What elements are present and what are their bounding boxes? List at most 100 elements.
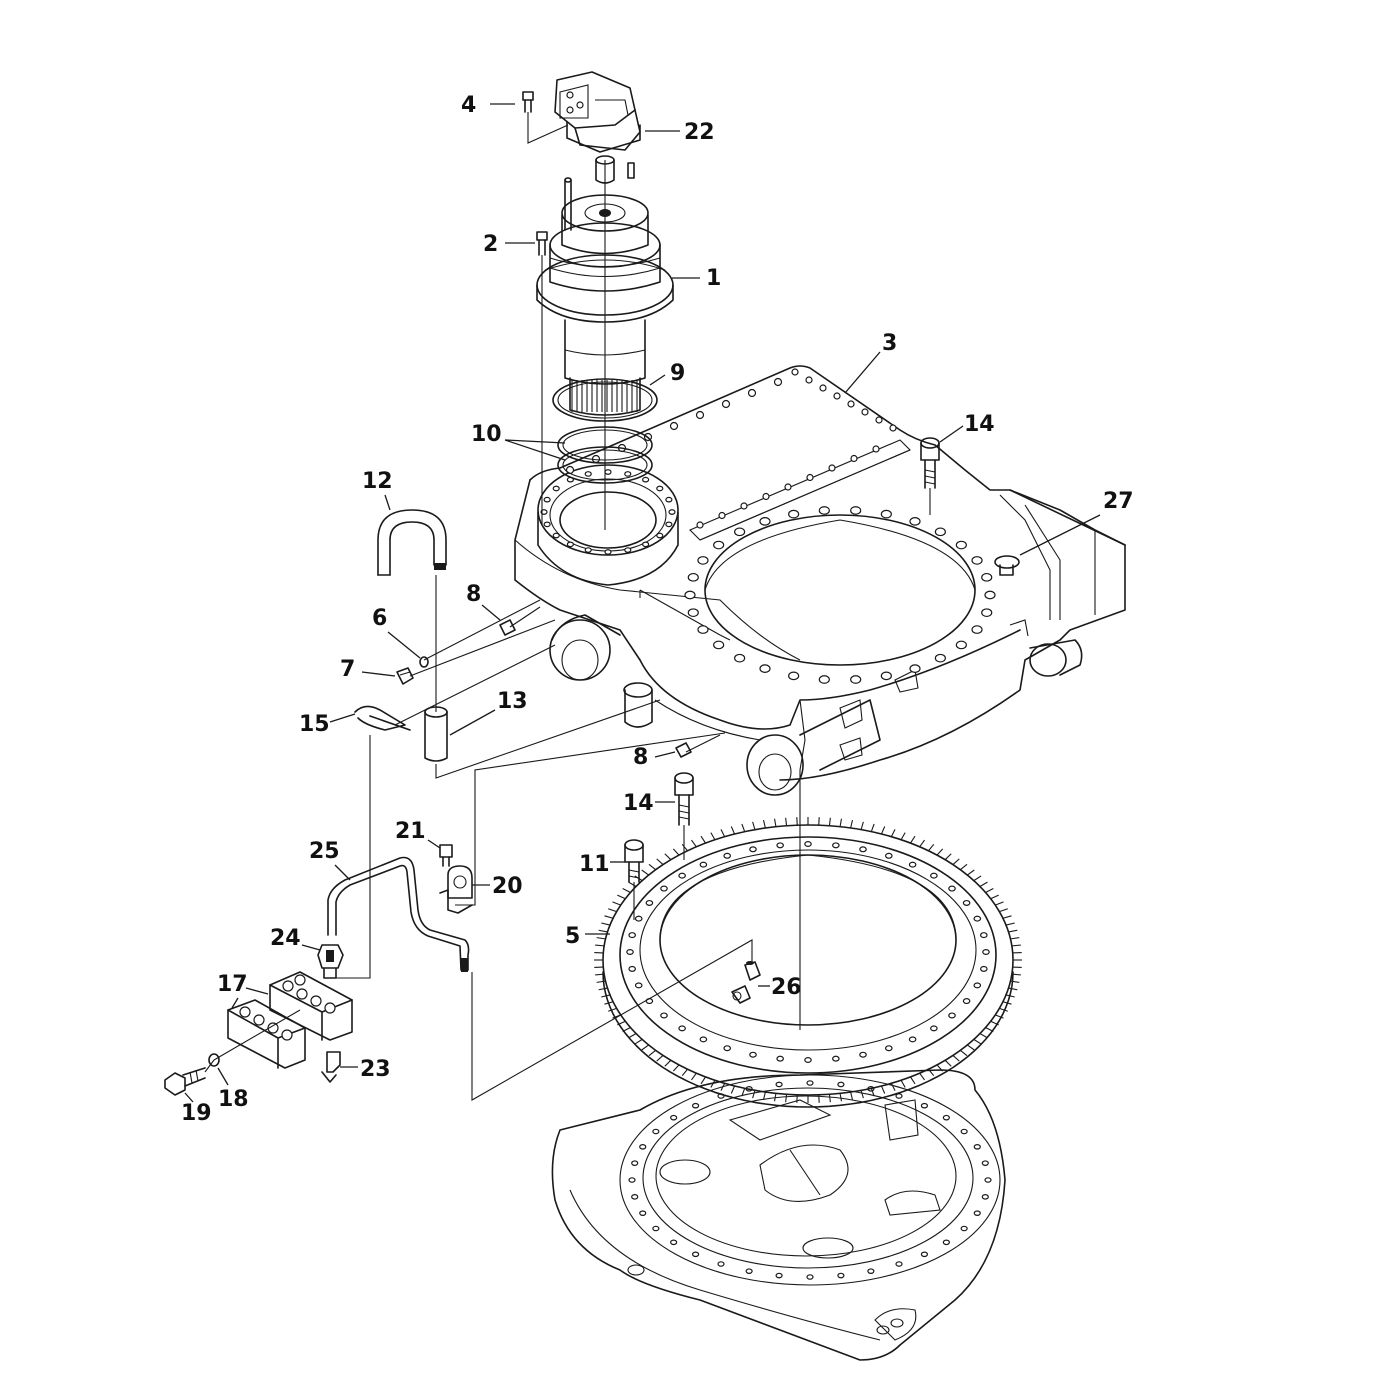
gear-tooth <box>612 901 621 906</box>
gear-tooth <box>850 1091 854 1101</box>
gear-tooth <box>880 826 886 835</box>
gear-tooth <box>710 832 716 840</box>
gear-tooth <box>960 1049 968 1057</box>
ring-bolt-hole <box>628 965 636 972</box>
frame-bolt-hole <box>552 532 560 539</box>
base-bolt-hole <box>670 1114 678 1121</box>
base-bolt-hole <box>691 1251 700 1258</box>
gear-tooth <box>860 821 864 830</box>
ring-bolt-hole <box>660 885 668 892</box>
assembly-lines <box>204 112 931 1101</box>
frame-bolt-hole <box>665 521 673 528</box>
gear-tooth <box>628 881 637 887</box>
gear-tooth <box>966 1044 975 1051</box>
ring-bolt-hole <box>660 1012 668 1019</box>
ring-bolt-hole <box>948 1012 956 1019</box>
frame-bolt-hole <box>543 521 551 528</box>
ring-bolt-hole <box>626 948 634 955</box>
bolt-11 <box>624 839 644 883</box>
frame-bolt-hole <box>665 496 673 503</box>
gear-tooth <box>730 826 736 835</box>
frame-bolt-hole <box>955 540 967 550</box>
base-bolt-hole <box>745 1268 753 1274</box>
gear-tooth <box>910 835 916 844</box>
frame-bolt-hole <box>934 653 946 663</box>
bolt-14-upper <box>920 437 940 489</box>
gear-tooth <box>870 823 875 832</box>
base-bolt-hole <box>960 1225 968 1232</box>
gear-tooth <box>664 1059 672 1067</box>
gear-tooth <box>628 1033 637 1039</box>
frame-bolt-hole <box>818 675 830 684</box>
frame-bolt-hole <box>875 416 883 424</box>
gear-tooth <box>910 1076 916 1085</box>
base-bolt-hole <box>920 1102 929 1109</box>
gear-tooth <box>741 1088 746 1097</box>
base-bolt-hole <box>775 1081 783 1088</box>
callout-10: 10 <box>471 422 502 447</box>
gear-tooth <box>601 922 611 926</box>
clamp-20 <box>439 865 473 914</box>
ring-bolt-hole <box>776 1055 784 1062</box>
gear-tooth <box>664 853 672 861</box>
gear-tooth <box>785 1094 788 1103</box>
hose-12 <box>377 509 447 576</box>
frame-bolt-hole <box>971 625 983 634</box>
base-bolt-hole <box>981 1194 989 1200</box>
ring-bolt-hole <box>948 885 956 892</box>
frame-bolt-hole <box>687 608 699 618</box>
gear-tooth <box>979 881 988 887</box>
gear-tooth <box>839 1093 843 1102</box>
gear-tooth <box>700 1076 706 1085</box>
cap-27 <box>994 555 1020 576</box>
gear-tooth <box>730 1085 736 1094</box>
gear-tooth <box>999 1007 1008 1012</box>
base-bolt-hole <box>628 1177 636 1183</box>
ring-bolt-hole <box>832 842 840 849</box>
frame-bolt-hole <box>850 454 858 463</box>
frame-bolt-hole <box>543 496 551 503</box>
gear-tooth <box>900 1080 906 1088</box>
base-bolt-hole <box>717 1261 725 1267</box>
gear-tooth <box>880 1085 886 1094</box>
gear-tooth <box>850 819 854 829</box>
frame-bolt-hole <box>828 464 836 472</box>
gear-tooth <box>999 908 1008 913</box>
gear-tooth <box>720 829 726 837</box>
gear-tooth <box>672 848 680 856</box>
ring-bolt-hole <box>634 915 643 922</box>
gear-tooth <box>595 944 605 947</box>
fitting-24 <box>317 944 344 979</box>
frame-bolt-hole <box>740 502 748 510</box>
manifold-block-upper <box>269 971 353 1041</box>
ring-bolt-hole <box>980 932 988 939</box>
frame-bolt-hole <box>762 492 770 501</box>
plug-7 <box>396 667 414 685</box>
bolt-2 <box>536 231 548 256</box>
base-bolt-hole <box>670 1239 678 1246</box>
callout-7: 7 <box>340 657 355 682</box>
gear-tooth <box>762 819 766 829</box>
callout-18: 18 <box>218 1087 249 1112</box>
gear-tooth <box>773 1093 777 1102</box>
frame-bolt-hole <box>747 388 757 398</box>
washer-18 <box>208 1053 220 1067</box>
callout-labels: 1 2 3 4 5 6 7 8 8 9 10 11 12 13 14 14 15… <box>181 93 1134 1126</box>
ring-bolt-hole <box>749 1051 757 1058</box>
gear-tooth <box>598 987 608 991</box>
gear-tooth <box>608 1007 617 1012</box>
base-bolt-hole <box>960 1128 968 1135</box>
gear-tooth <box>641 1044 650 1051</box>
callout-22: 22 <box>684 120 715 145</box>
callout-9: 9 <box>670 361 685 386</box>
sleeve-13 <box>424 706 448 762</box>
ring-bolt-hole <box>634 982 643 989</box>
gear-tooth <box>979 1033 988 1039</box>
gear-tooth <box>634 1038 643 1045</box>
ring-bolt-hole <box>723 1045 731 1052</box>
callout-11: 11 <box>579 852 610 877</box>
frame-bolt-hole <box>721 399 731 409</box>
callout-1: 1 <box>706 266 721 291</box>
base-bolt-hole <box>973 1210 981 1216</box>
gear-tooth <box>681 843 688 852</box>
